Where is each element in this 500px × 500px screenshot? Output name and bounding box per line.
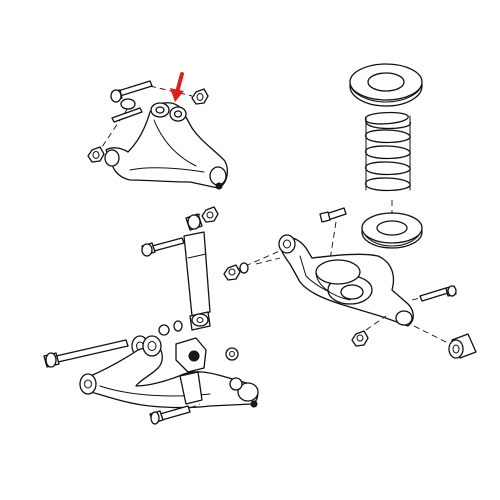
bushing	[413, 325, 477, 359]
spring-upper-seat	[349, 63, 423, 107]
shock-absorber	[183, 206, 219, 331]
upper-control-arm	[87, 72, 229, 190]
rear-trailing-arm	[43, 320, 259, 425]
upper-arm-bolt	[110, 80, 153, 103]
red-arrow-icon	[170, 72, 184, 102]
spring-lower-seat	[361, 212, 423, 249]
shock-bolt	[141, 237, 185, 257]
coil-spring	[365, 111, 411, 192]
lower-control-arm	[223, 207, 457, 347]
upper-arm-nut	[191, 88, 209, 105]
